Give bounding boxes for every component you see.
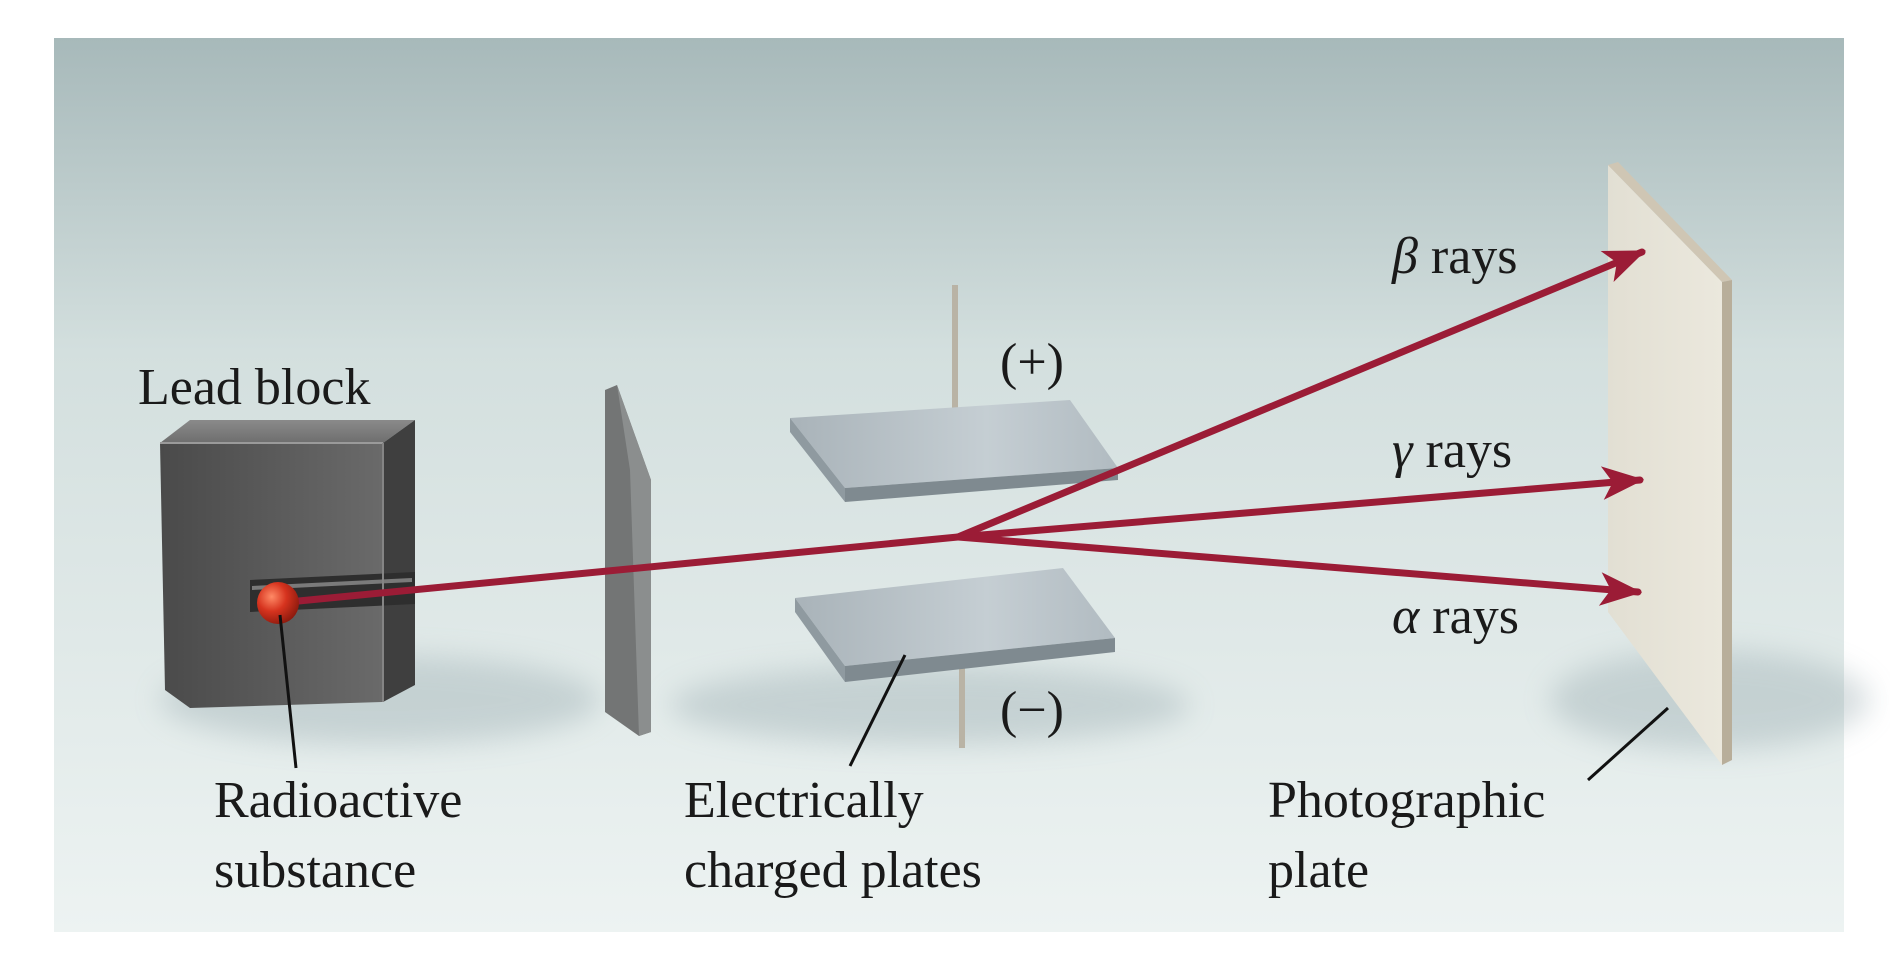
radioactive-substance-label-1: Radioactive [214, 772, 463, 829]
plates-leader [848, 654, 907, 767]
beta-rays-label: β rays [1392, 222, 1518, 292]
radioactive-substance-label-2: substance [214, 842, 417, 899]
radioactive-source [257, 582, 299, 624]
rays [274, 248, 1646, 607]
photographic-plate-label-2: plate [1268, 842, 1370, 899]
plates-label-2: charged plates [684, 842, 982, 899]
incident-beam [274, 533, 962, 607]
leader-lines [278, 614, 1670, 782]
gamma-rays-word: rays [1425, 422, 1513, 479]
beta-rays-word: rays [1430, 228, 1518, 285]
lead-block-label: Lead block [138, 359, 371, 416]
alpha-symbol: α [1392, 588, 1420, 645]
radioactive-leader [278, 614, 298, 769]
photo-leader [1586, 706, 1670, 782]
photographic-plate-label-1: Photographic [1268, 772, 1546, 829]
alpha-rays-word: rays [1432, 588, 1519, 645]
negative-sign-label: (−) [1000, 682, 1064, 739]
gamma-rays-label: γ rays [1392, 416, 1512, 486]
photographic-plate [1608, 162, 1732, 765]
beta-symbol: β [1392, 228, 1418, 285]
collimator-plate [605, 385, 651, 736]
positive-sign-label: (+) [1000, 334, 1064, 391]
alpha-ray-line [954, 533, 1643, 606]
gamma-symbol: γ [1392, 422, 1413, 479]
gamma-ray-line [954, 466, 1645, 541]
lead-block [160, 420, 415, 708]
alpha-rays-label: α rays [1392, 582, 1519, 652]
plates-label-1: Electrically [684, 772, 924, 829]
beta-ray-line [954, 248, 1646, 541]
positive-plate [790, 285, 1118, 502]
negative-plate [795, 568, 1115, 748]
